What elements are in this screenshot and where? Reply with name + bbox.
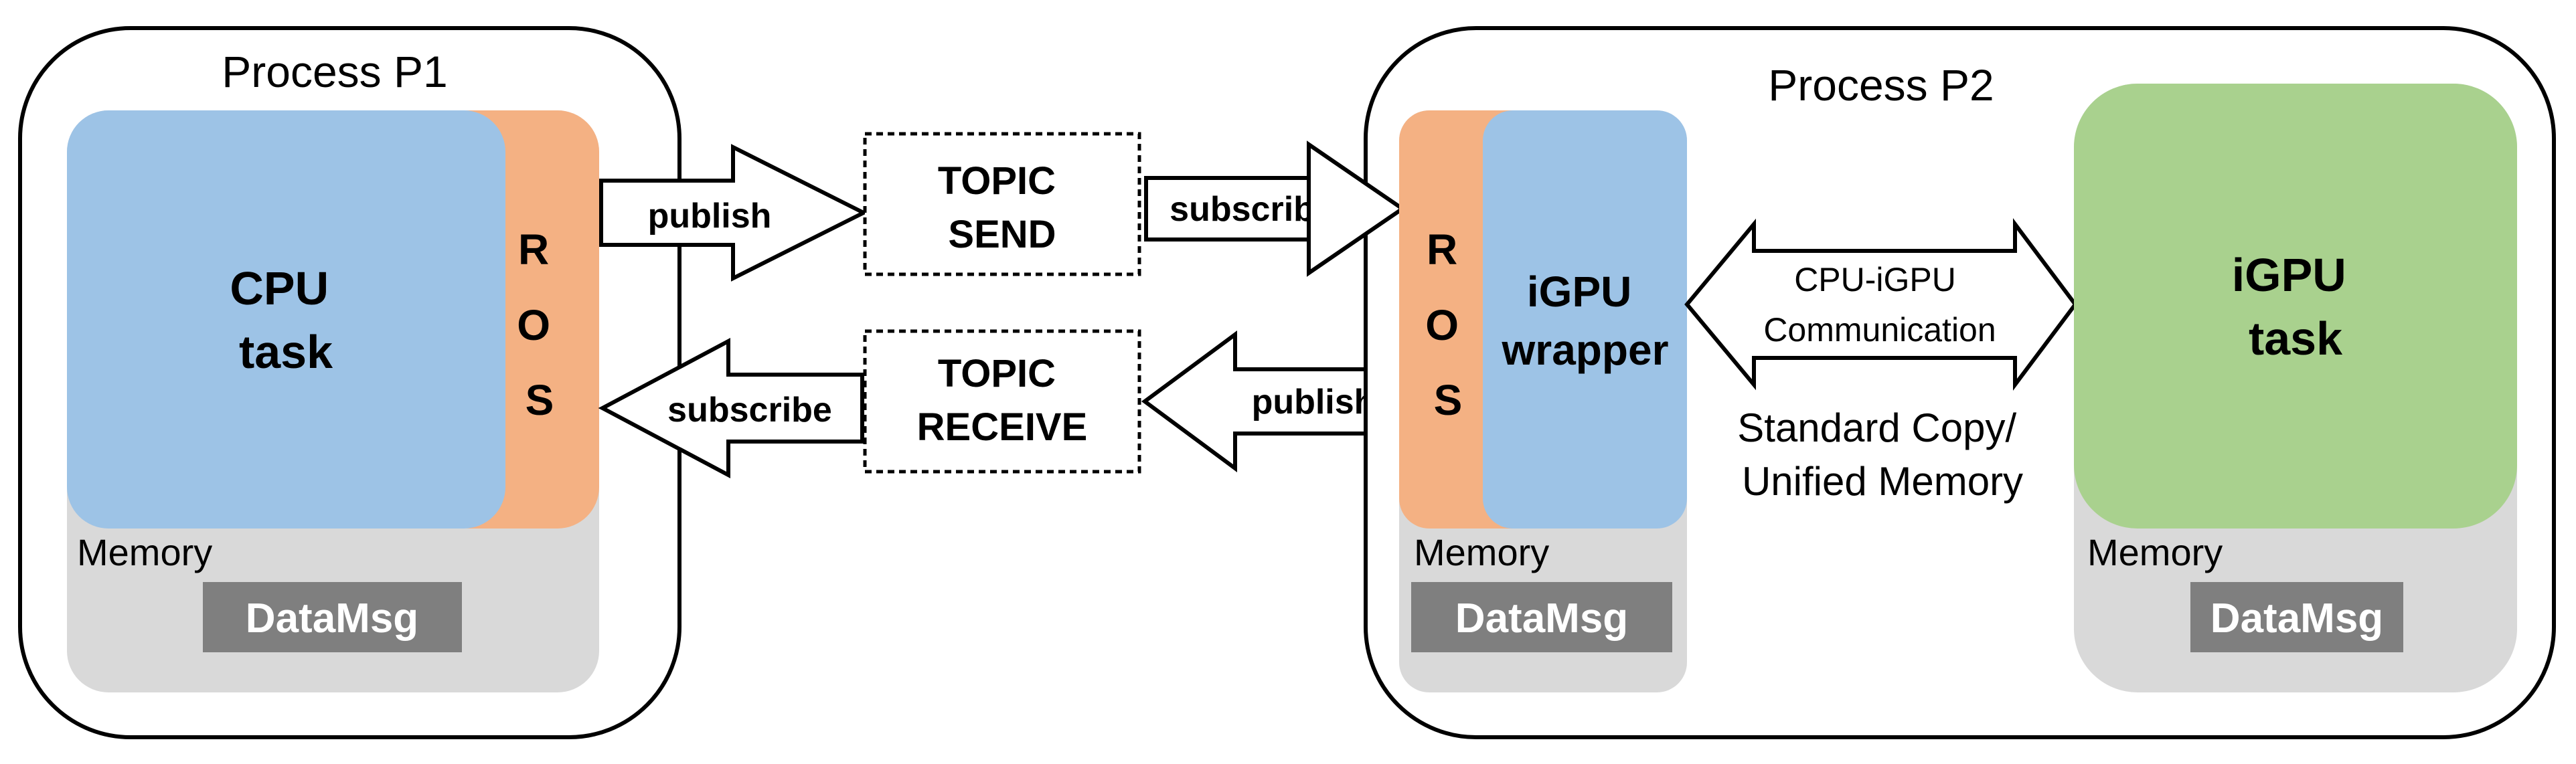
topic-send-line1: TOPIC bbox=[938, 159, 1056, 203]
p1-datamsg-label: DataMsg bbox=[246, 595, 418, 642]
igpu-datamsg-label: DataMsg bbox=[2210, 595, 2383, 642]
p1-cpu-task-line1: CPU bbox=[230, 262, 329, 314]
topic-receive-box bbox=[863, 329, 1141, 474]
p1-subscribe-label: subscribe bbox=[667, 391, 832, 429]
p2-igpu-wrapper-line2: wrapper bbox=[1502, 326, 1669, 374]
topic-send-box bbox=[863, 132, 1141, 276]
igpu-task-block bbox=[2074, 84, 2517, 529]
p2-subscribe-arrow-head bbox=[1307, 140, 1406, 277]
igpu-task-label: iGPU task bbox=[2232, 249, 2360, 365]
topic-send-line2: SEND bbox=[948, 213, 1056, 256]
p1-publish-arrow bbox=[599, 144, 868, 282]
cpu-igpu-line1: CPU-iGPU bbox=[1794, 261, 1956, 298]
topic-receive-line1: TOPIC bbox=[938, 352, 1056, 395]
p1-publish-label: publish bbox=[648, 197, 772, 235]
igpu-task-line1: iGPU bbox=[2232, 249, 2346, 301]
igpu-datamsg-box bbox=[2190, 582, 2403, 652]
p1-cpu-task-line2: task bbox=[239, 326, 333, 378]
p1-memory-label: Memory bbox=[77, 531, 212, 573]
topic-receive-line2: RECEIVE bbox=[917, 405, 1088, 449]
topic-send-label: TOPIC SEND bbox=[938, 159, 1066, 256]
p2-datamsg-label: DataMsg bbox=[1455, 595, 1628, 642]
p2-ros-label: R O S bbox=[1425, 225, 1471, 424]
p1-ros-r: R bbox=[518, 225, 549, 274]
igpu-task-line2: task bbox=[2249, 312, 2342, 365]
p1-ros-o: O bbox=[517, 301, 550, 349]
p2-igpu-wrapper-label: iGPU wrapper bbox=[1502, 268, 1669, 374]
p2-ros-r: R bbox=[1427, 225, 1457, 274]
p2-igpu-wrapper-block bbox=[1483, 110, 1687, 529]
igpu-memory-label: Memory bbox=[2087, 531, 2223, 573]
p1-datamsg-box bbox=[203, 582, 462, 652]
topic-receive-label: TOPIC RECEIVE bbox=[917, 352, 1088, 449]
transfer-mode-line1: Standard Copy/ bbox=[1737, 405, 2016, 450]
p1-ros-s: S bbox=[526, 376, 554, 424]
p2-subscribe-label: subscribe bbox=[1170, 190, 1334, 229]
p2-memory-label: Memory bbox=[1414, 531, 1549, 573]
transfer-mode-line2: Unified Memory bbox=[1742, 459, 2023, 504]
process-p2-title: Process P2 bbox=[1768, 60, 1994, 110]
p1-ros-label: R O S bbox=[517, 225, 562, 424]
p2-igpu-wrapper-line1: iGPU bbox=[1527, 268, 1631, 316]
transfer-mode-note: Standard Copy/ Unified Memory bbox=[1737, 405, 2028, 504]
p1-subscribe-arrow bbox=[598, 338, 864, 478]
cpu-igpu-line2: Communication bbox=[1763, 311, 1996, 349]
p2-ros-o: O bbox=[1425, 301, 1459, 349]
cpu-igpu-communication-label: CPU-iGPU Communication bbox=[1763, 261, 1996, 349]
p1-cpu-task-label: CPU task bbox=[230, 262, 341, 378]
p2-ros-s: S bbox=[1434, 376, 1463, 424]
p2-datamsg-box bbox=[1411, 582, 1672, 652]
process-p1-title: Process P1 bbox=[222, 47, 447, 96]
p2-publish-label: publish bbox=[1252, 383, 1376, 421]
p1-cpu-task-block bbox=[67, 110, 505, 529]
